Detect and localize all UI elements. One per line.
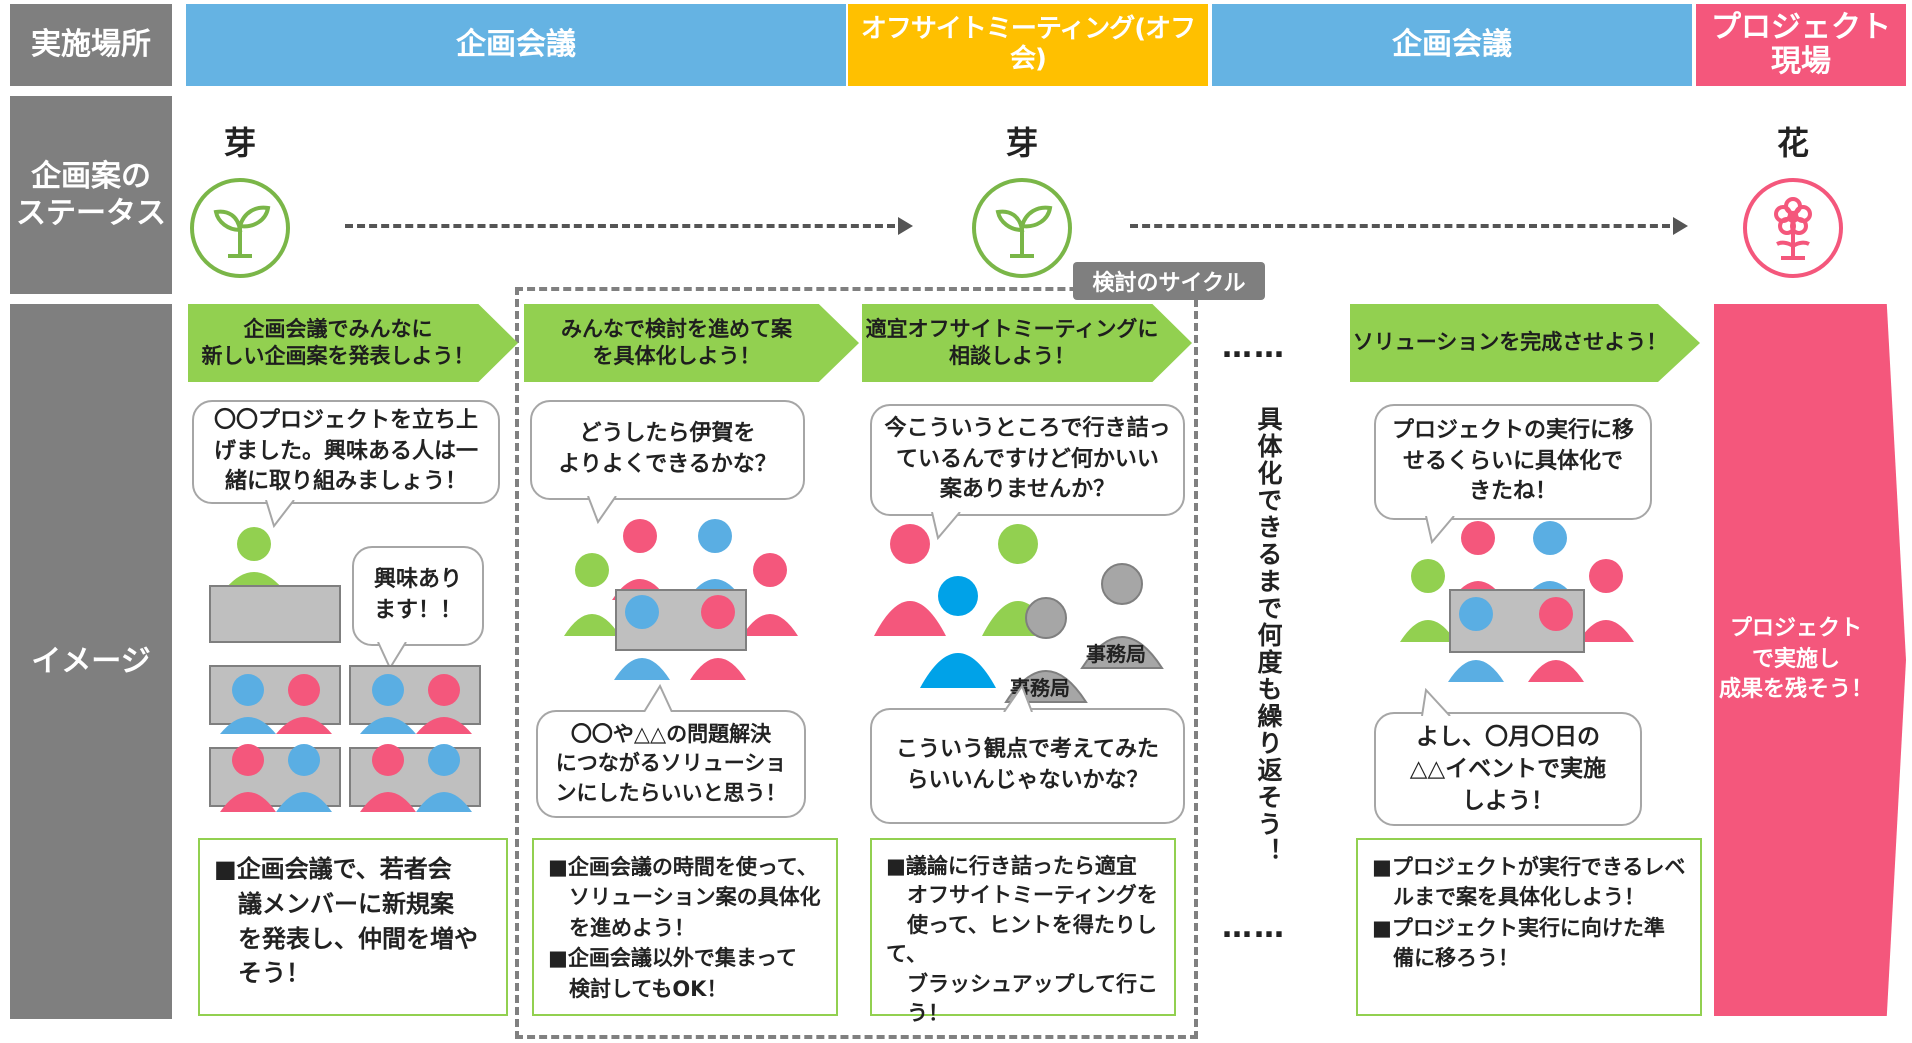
note-text: ■プロジェクトが実行できるレベ ルまで案を具体化しよう！ <box>1372 855 1686 910</box>
venue-planning-meeting-1: 企画会議 <box>186 4 846 86</box>
status-arrow-line-1 <box>345 224 895 228</box>
status-arrow-head-1 <box>898 217 913 235</box>
speech-bubble-question: どうしたら伊賀を よりよくできるかな？ <box>530 400 805 500</box>
speech-bubble-tail <box>643 684 673 712</box>
speech-bubble-concrete: プロジェクトの実行に移 せるくらいに具体化で きたね！ <box>1374 404 1652 520</box>
speech-bubble-tail <box>265 500 295 528</box>
speech-bubble-event: よし、〇月〇日の △△イベントで実施 しよう！ <box>1374 712 1642 826</box>
status-flower-label: 花 <box>1776 124 1809 162</box>
step-banner-2: みんなで検討を進めて案 を具体化しよう！ <box>524 304 859 382</box>
row-header-image: イメージ <box>10 304 172 1019</box>
note-box-3: ■議論に行き詰ったら適宜 オフサイトミーティングを 使って、ヒントを得たりして、… <box>870 838 1176 1025</box>
review-cycle-label: 検討のサイクル <box>1073 262 1265 300</box>
venue-project-site: プロジェクト 現場 <box>1696 4 1906 86</box>
speech-bubble-tail <box>1003 684 1033 712</box>
office-staff-label: 事務局 <box>1086 642 1146 666</box>
status-arrow-line-2 <box>1130 224 1670 228</box>
note-text: ■企画会議で、若者会 議メンバーに新規案 を発表し、仲間を増や そう！ <box>214 855 478 988</box>
meeting-presenter-illustration <box>209 527 481 812</box>
speech-bubble-advice: こういう観点で考えてみた らいいんじゃないかな？ <box>870 708 1185 824</box>
speech-bubble-solution: 〇〇や△△の問題解決 につながるソリューショ ンにしたらいいと思う！ <box>536 710 806 818</box>
speech-bubble-tail <box>1425 516 1455 544</box>
status-arrow-head-2 <box>1673 217 1688 235</box>
sprout-icon <box>972 178 1072 278</box>
note-box-1: ■企画会議で、若者会 議メンバーに新規案 を発表し、仲間を増や そう！ <box>198 838 508 1016</box>
sprout-icon <box>190 178 290 278</box>
status-bud-label-2: 芽 <box>1005 124 1038 162</box>
venue-planning-meeting-2: 企画会議 <box>1212 4 1692 86</box>
speech-bubble-interested: 興味あり ます！！ <box>352 546 484 646</box>
note-text: ■プロジェクト実行に向けた準 備に移ろう！ <box>1372 915 1665 971</box>
note-text: ■議論に行き詰ったら適宜 オフサイトミーティングを 使って、ヒントを得たりして、… <box>886 854 1158 1025</box>
row-header-status: 企画案の ステータス <box>10 96 172 294</box>
group-discussion-illustration <box>564 519 798 680</box>
flower-icon <box>1743 178 1843 278</box>
step-banner-4: ソリューションを完成させよう！ <box>1350 304 1700 382</box>
ellipsis-bottom: …… <box>1222 910 1286 945</box>
final-meeting-illustration <box>1400 521 1634 682</box>
speech-bubble-tail <box>931 512 961 540</box>
ellipsis-top: …… <box>1222 330 1286 365</box>
venue-offsite-meeting: オフサイトミーティング(オフ会) <box>848 4 1208 86</box>
speech-bubble-stuck: 今こういうところで行き詰っ ているんですけど何かいい 案ありませんか？ <box>870 404 1185 516</box>
speech-bubble-tail <box>587 496 617 524</box>
note-text: ■企画会議の時間を使って、 ソリューション案の具体化 を進めよう！ <box>548 855 821 940</box>
row-header-venue: 実施場所 <box>10 4 172 86</box>
note-text: ■企画会議以外で集まって 検討してもOK！ <box>548 946 797 1001</box>
step-banner-1: 企画会議でみんなに 新しい企画案を発表しよう！ <box>188 304 518 382</box>
note-box-4: ■プロジェクトが実行できるレベ ルまで案を具体化しよう！ ■プロジェクト実行に向… <box>1356 838 1702 1016</box>
status-bud-label-1: 芽 <box>223 124 256 162</box>
note-box-2: ■企画会議の時間を使って、 ソリューション案の具体化 を進めよう！ ■企画会議以… <box>532 838 838 1016</box>
step-banner-3: 適宜オフサイトミーティングに 相談しよう！ <box>862 304 1192 382</box>
speech-bubble-tail <box>1421 688 1451 716</box>
speech-bubble-announce: 〇〇プロジェクトを立ち上 げました。興味ある人は一 緒に取り組みましょう！ <box>192 400 500 504</box>
repeat-cycle-text: 具体化できるまで何度も繰り返そう！ <box>1254 406 1283 865</box>
final-project-arrow: プロジェクト で実施し 成果を残そう！ <box>1714 304 1906 1016</box>
review-cycle-frame <box>515 287 1198 1039</box>
